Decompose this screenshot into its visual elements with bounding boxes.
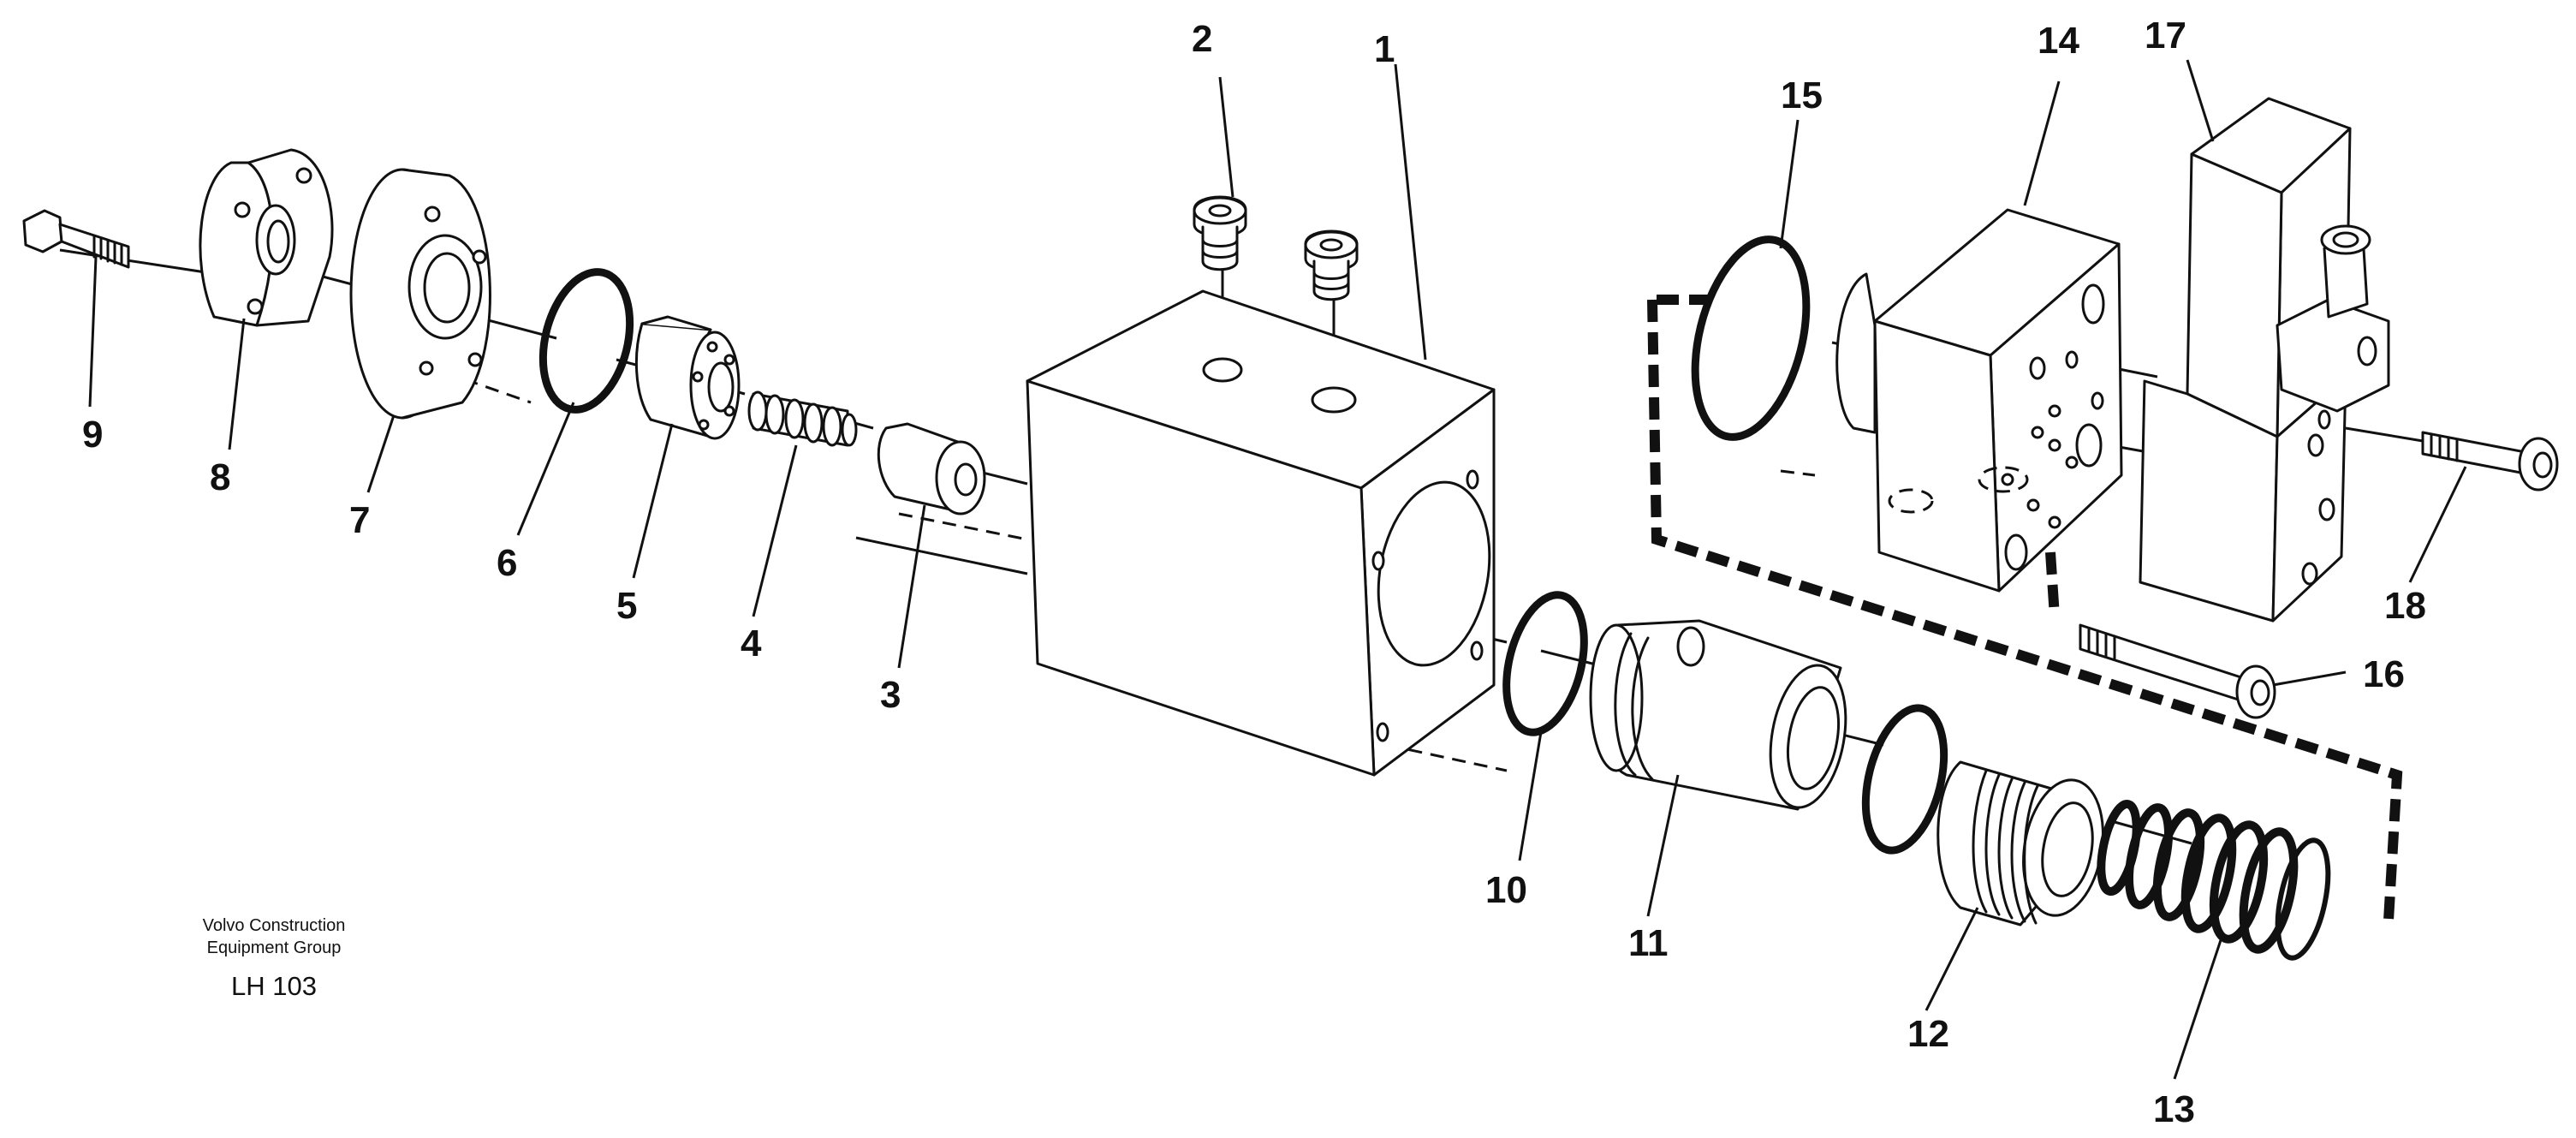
callout-9: 9 [82,414,103,456]
part-2-port-plugs [1193,195,1359,301]
company-caption: Volvo Construction Equipment Group LH 10… [171,915,377,1002]
part-12-threaded-bushing [1936,760,2104,926]
callout-17: 17 [2145,15,2186,57]
callout-2: 2 [1192,18,1212,60]
part-18-bolt [2421,431,2559,492]
part-5-sleeve [635,315,741,440]
o-ring-between-11-12 [1861,704,1948,855]
part-6-o-ring [538,268,634,414]
callout-7: 7 [349,499,370,541]
part-3-plug [877,422,986,515]
part-4-spool [747,390,858,447]
sub-assembly-outline [1647,295,2403,921]
part-16-bolt [2079,623,2276,719]
callout-1: 1 [1374,28,1395,70]
callout-numbers: 1 2 3 4 5 6 7 8 9 10 11 12 13 14 15 16 1… [82,15,2426,1130]
callout-4: 4 [741,623,762,664]
part-13-spring [2097,799,2331,961]
callout-13: 13 [2153,1088,2195,1130]
callout-16: 16 [2363,653,2405,695]
callout-11: 11 [1628,922,1669,964]
part-7-flange-disk [349,168,491,420]
company-line-1: Volvo Construction [202,916,346,935]
callout-10: 10 [1485,869,1527,911]
callout-18: 18 [2384,585,2426,627]
drawing-code: LH 103 [231,971,317,1001]
part-1-valve-body [1026,289,1496,777]
part-9-bolt [22,209,130,269]
part-14-adapter-block [1835,208,2123,593]
company-line-2: Equipment Group [206,938,342,957]
part-8-split-flange [199,148,334,327]
callout-3: 3 [880,674,901,716]
callout-15: 15 [1781,74,1823,116]
part-15-o-ring [1691,235,1811,441]
callout-8: 8 [210,456,230,498]
leader-lines [88,59,2467,1080]
part-10-o-ring [1502,591,1588,736]
callout-6: 6 [497,542,517,584]
part-17-solenoid-valve [2065,97,2390,623]
callout-14: 14 [2038,20,2079,62]
callout-12: 12 [1907,1013,1949,1055]
callout-5: 5 [616,585,637,627]
part-11-cartridge-sleeve [1589,619,1847,811]
